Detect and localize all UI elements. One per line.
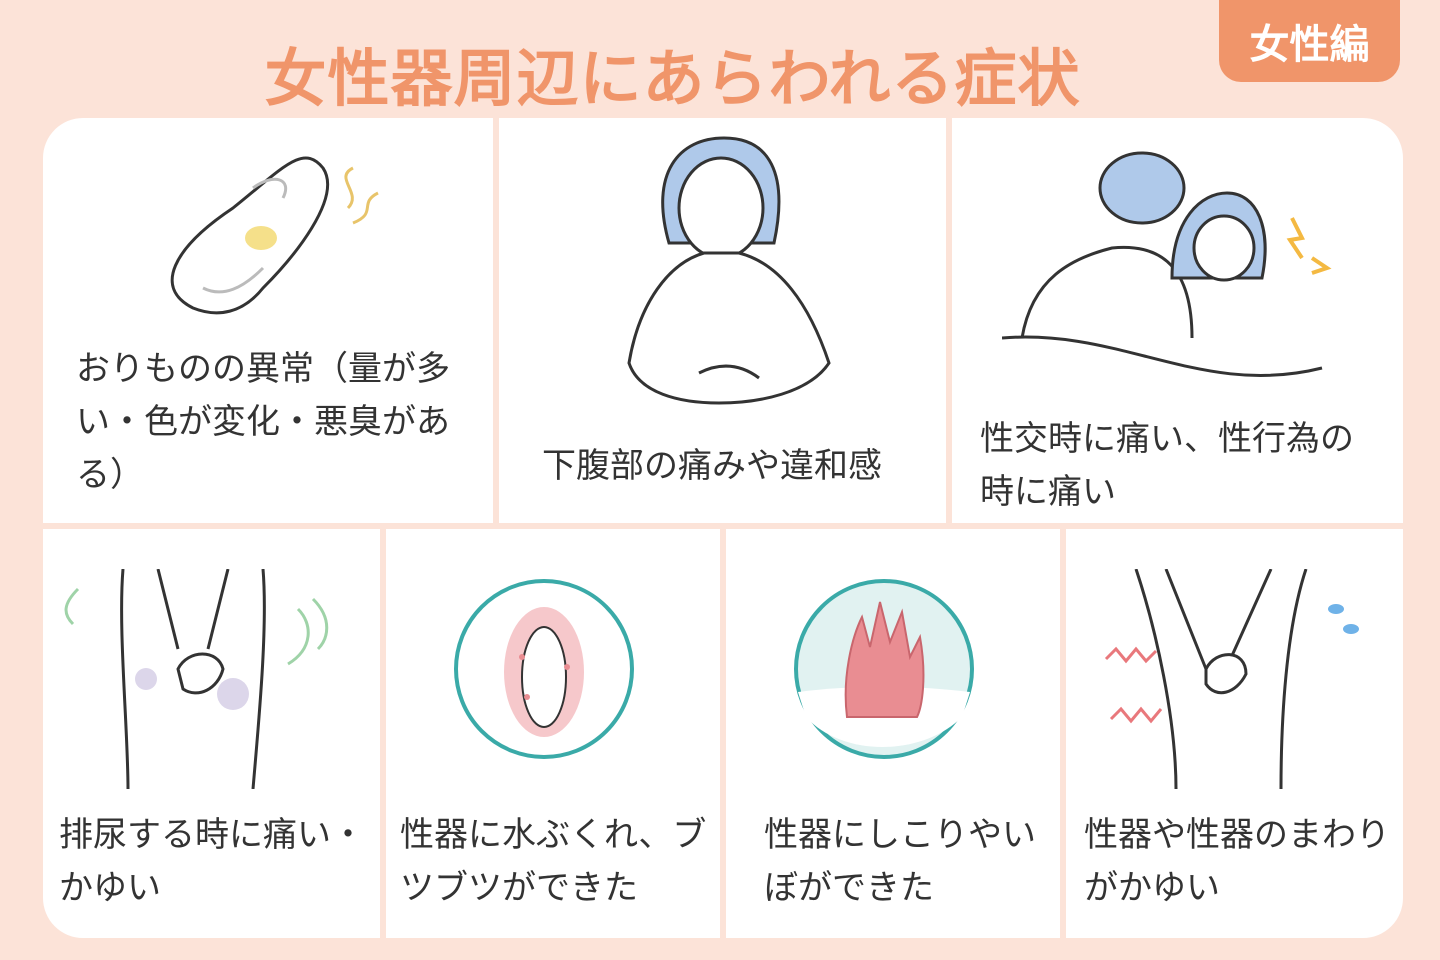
symptom-label: 下腹部の痛みや違和感 [542, 446, 882, 486]
symptom-label: 性器に水ぶくれ、ブツブツができた [400, 815, 707, 908]
symptom-label: 排尿する時に痛い・かゆい [59, 815, 365, 908]
warts-icon [794, 579, 974, 759]
symptom-card-warts: 性器にしこりやいぼができた [726, 529, 1060, 938]
blisters-icon [454, 579, 634, 759]
symptom-card-urination-pain: 排尿する時に痛い・かゆい [43, 529, 380, 938]
symptoms-panel: おりものの異常（量が多い・色が変化・悪臭がある） 下腹部の痛みや違和感 性交時に… [43, 118, 1403, 938]
abdominal-pain-icon [627, 136, 831, 405]
itch-germs-icon [64, 569, 329, 789]
itch-icon [1104, 569, 1359, 789]
symptom-card-intercourse-pain: 性交時に痛い、性行為の時に痛い [952, 118, 1403, 523]
symptom-card-abdominal-pain: 下腹部の痛みや違和感 [499, 118, 946, 523]
symptom-label: 性器や性器のまわりがかゆい [1084, 815, 1390, 908]
symptom-label: おりものの異常（量が多い・色が変化・悪臭がある） [76, 349, 450, 495]
symptom-label: 性交時に痛い、性行為の時に痛い [980, 419, 1354, 512]
category-badge: 女性編 [1219, 0, 1400, 82]
symptom-card-discharge: おりものの異常（量が多い・色が変化・悪臭がある） [43, 118, 493, 523]
symptom-card-blisters: 性器に水ぶくれ、ブツブツができた [386, 529, 720, 938]
page-title: 女性器周辺にあらわれる症状 [264, 42, 1081, 115]
symptom-label: 性器にしこりやいぼができた [764, 815, 1036, 908]
couple-pain-icon [1002, 151, 1332, 377]
sanitary-pad-icon [170, 156, 379, 315]
symptom-card-itch: 性器や性器のまわりがかゆい [1066, 529, 1403, 938]
